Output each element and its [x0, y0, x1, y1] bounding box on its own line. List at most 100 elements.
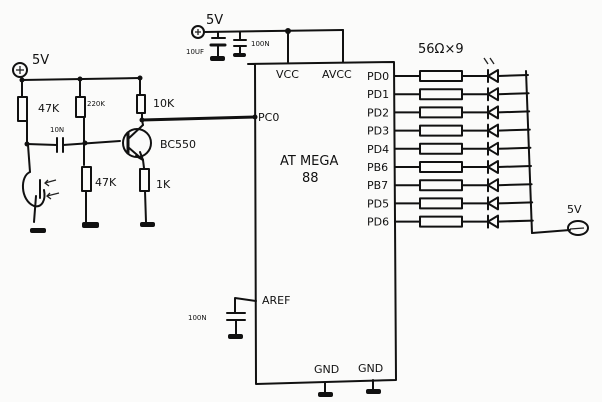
r5-value: 1K: [156, 178, 171, 191]
r3-value: 10K: [153, 97, 175, 110]
light-emit-arrow-icon: [489, 57, 495, 65]
led-channel: PD6: [367, 214, 534, 229]
transistor-label: BC550: [160, 138, 196, 151]
light-emit-arrow-icon: [483, 57, 489, 65]
r4-value: 47K: [95, 176, 117, 189]
resistor-56ohm: [419, 106, 463, 119]
capacitor-10uf: 10UF: [186, 31, 227, 61]
pin-gnd-1: GND: [314, 363, 339, 376]
led-icon: [487, 160, 499, 174]
resistor-56ohm: [419, 88, 463, 101]
led-icon: [487, 141, 499, 156]
resistor-r3: 10K: [136, 77, 175, 121]
resistor-r4: 47K: [81, 166, 117, 228]
transistor-bc550: BC550: [122, 119, 196, 169]
resistor-r2: 220K: [75, 78, 105, 166]
wire: [497, 110, 531, 114]
resistor-56ohm: [419, 215, 463, 228]
led-icon: [487, 196, 499, 211]
wire: [497, 183, 533, 187]
c1-value: 10UF: [186, 48, 204, 56]
led-icon: [487, 105, 499, 120]
led-channel: PD0: [367, 69, 529, 83]
wire: [497, 128, 531, 132]
capacitor-coupling: 10N: [24, 126, 121, 153]
port-pin-label: PD3: [367, 125, 389, 138]
ground-symbol: [366, 389, 381, 394]
port-pin-label: PB7: [367, 179, 388, 192]
led-resistor-label: 56Ω×9: [418, 42, 464, 57]
ground-symbol: [140, 222, 155, 227]
led-channel: PD1: [367, 87, 530, 102]
led-icon: [487, 69, 499, 83]
led-icon: [487, 178, 499, 193]
resistor-56ohm: [419, 124, 463, 137]
power-symbol-right: [567, 220, 589, 236]
port-pin-label: PD0: [367, 70, 389, 83]
wire: [497, 92, 530, 96]
r1-value: 47K: [38, 102, 60, 115]
led-icon: [487, 123, 499, 138]
resistor-56ohm: [419, 142, 463, 155]
capacitor-100n: 100N: [233, 31, 270, 57]
resistor-56ohm: [419, 197, 463, 210]
resistor-56ohm: [419, 179, 463, 192]
right-supply-label: 5V: [567, 203, 582, 216]
ground-symbol: [82, 222, 99, 228]
capacitor-aref: 100N: [188, 297, 257, 339]
mcu-outline: [247, 61, 397, 385]
wire-pc0: [140, 115, 257, 122]
port-pin-label: PD6: [367, 216, 389, 229]
led-channel: PB7: [367, 178, 533, 193]
left-supply-label: 5V: [32, 53, 49, 68]
port-pin-label: PD4: [367, 143, 389, 156]
c2-value: 100N: [251, 40, 270, 48]
coupling-cap-value: 10N: [50, 126, 64, 134]
pin-vcc: VCC: [276, 68, 299, 81]
led-channel: PD2: [367, 105, 531, 120]
ground-symbol: [30, 228, 46, 233]
r2-value: 220K: [87, 100, 105, 108]
light-arrow-icon: [44, 179, 57, 184]
phototransistor: [22, 144, 60, 233]
wire: [497, 165, 532, 168]
ground-symbol: [318, 392, 333, 397]
resistor-r1: 47K: [17, 79, 60, 146]
wire: [497, 74, 529, 77]
top-supply: 5V: [191, 13, 344, 39]
pin-gnd-2: GND: [358, 362, 383, 375]
resistor-r5: 1K: [139, 168, 171, 227]
ground-symbol: [228, 334, 243, 339]
pin-aref: AREF: [262, 294, 290, 307]
aref-cap-value: 100N: [188, 314, 207, 322]
amp-supply: 5V: [12, 53, 143, 83]
port-pin-label: PD1: [367, 88, 389, 101]
mcu-part: 88: [302, 171, 319, 186]
mcu-name: AT MEGA: [280, 154, 338, 169]
led-common-bus: [525, 70, 533, 234]
mcu-atmega88: VCC AVCC PC0 AT MEGA 88 AREF GND GND: [247, 61, 397, 385]
top-supply-label: 5V: [206, 13, 223, 28]
led-icon: [487, 87, 499, 102]
wire: [497, 201, 534, 205]
pin-pc0: PC0: [258, 111, 279, 124]
port-pin-label: PD5: [367, 197, 389, 210]
wire: [497, 146, 532, 150]
led-icon: [487, 214, 499, 229]
resistor-56ohm: [419, 161, 463, 173]
light-arrow-icon-2: [46, 192, 60, 197]
power-symbol-left: [12, 62, 28, 78]
ground-symbol: [233, 53, 246, 57]
port-pin-label: PD2: [367, 106, 389, 119]
led-channel: PD5: [367, 196, 534, 211]
ground-symbol: [210, 56, 225, 61]
led-channel: PD3: [367, 123, 531, 138]
resistor-56ohm: [419, 70, 463, 82]
pin-avcc: AVCC: [322, 68, 352, 81]
port-pin-label: PB6: [367, 161, 388, 174]
led-channel: PD4: [367, 141, 532, 156]
led-channel: PB6: [367, 160, 532, 174]
wire: [497, 219, 534, 223]
